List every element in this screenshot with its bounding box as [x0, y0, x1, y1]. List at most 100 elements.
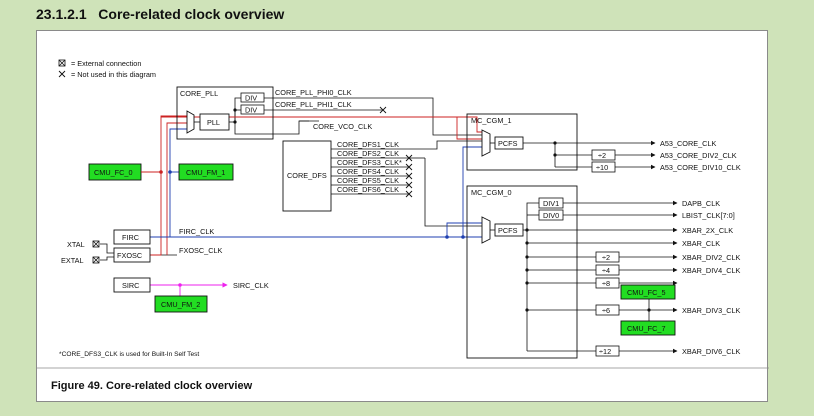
core-pll-label: CORE_PLL [180, 89, 218, 98]
div0-label: DIV0 [543, 211, 559, 220]
core-dfs-block [282, 140, 332, 212]
div4-label: ÷4 [602, 266, 610, 275]
pll-phi0-label: CORE_PLL_PHI0_CLK [275, 88, 352, 97]
div2b-box [595, 251, 620, 263]
fxosc-box [113, 247, 151, 263]
div-a-label: DIV [245, 94, 257, 103]
out-xbar-div4: XBAR_DIV4_CLK [682, 266, 741, 275]
firc-box [113, 229, 151, 245]
fxosc-clk-label: FXOSC_CLK [179, 246, 223, 255]
div8-label: ÷8 [602, 279, 610, 288]
section-heading: 23.1.2.1 Core-related clock overview [36, 6, 284, 22]
cmu-fc-7-label: CMU_FC_7 [627, 324, 666, 333]
figure-caption: Figure 49. Core-related clock overview [51, 380, 253, 392]
sirc-clk-label: SIRC_CLK [233, 281, 269, 290]
sirc-wiring [150, 282, 228, 296]
dfs2-label: CORE_DFS2_CLK [337, 149, 399, 158]
div10-label: ÷10 [596, 163, 608, 172]
mc-cgm-0-label: MC_CGM_0 [471, 188, 512, 197]
core-pll-block [176, 86, 274, 140]
dfs5-unused-icon [405, 181, 413, 189]
mc-cgm-1-block [466, 113, 578, 171]
out-xbar-div3: XBAR_DIV3_CLK [682, 306, 741, 315]
mc-cgm-0-block [466, 185, 578, 359]
pcfs-1-label: PCFS [498, 139, 518, 148]
out-xbar-div2: XBAR_DIV2_CLK [682, 253, 741, 262]
mc-cgm-0-mux [481, 216, 491, 244]
pcfs-0-label: PCFS [498, 226, 518, 235]
div2b-label: ÷2 [602, 253, 610, 262]
legend-external: = External connection [71, 59, 141, 68]
out-a53-div10: A53_CORE_DIV10_CLK [660, 163, 741, 172]
black-wiring [100, 97, 678, 354]
out-a53-core: A53_CORE_CLK [660, 139, 717, 148]
phi1-unused-icon [379, 106, 387, 114]
div1-box [538, 197, 564, 209]
out-a53-div2: A53_CORE_DIV2_CLK [660, 151, 737, 160]
out-xbar: XBAR_CLK [682, 239, 720, 248]
div2a-box [591, 149, 616, 161]
clock-diagram: = External connection = Not used in this… [37, 59, 769, 392]
div12-label: ÷12 [599, 347, 611, 356]
dfs6-label: CORE_DFS6_CLK [337, 185, 399, 194]
pll-box [199, 113, 230, 131]
firc-clk-label: FIRC_CLK [179, 227, 214, 236]
dfs1-label: CORE_DFS1_CLK [337, 140, 399, 149]
div-a-box [240, 92, 265, 103]
cmu-fc-0-label: CMU_FC_0 [94, 168, 133, 177]
section-number: 23.1.2.1 [36, 6, 87, 22]
cmu-fm-1-label: CMU_FM_1 [186, 168, 225, 177]
vco-label: CORE_VCO_CLK [313, 122, 372, 131]
cmu-fm-1-box [178, 163, 234, 181]
footnote: *CORE_DFS3_CLK is used for Built-In Self… [59, 351, 199, 358]
dfs6-unused-icon [405, 190, 413, 198]
div6-box [595, 304, 620, 316]
div10-box [591, 161, 616, 173]
extal-label: EXTAL [61, 256, 84, 265]
dfs4-label: CORE_DFS4_CLK [337, 167, 399, 176]
not-used-icon [58, 70, 66, 78]
mc-cgm-1-label: MC_CGM_1 [471, 116, 512, 125]
red-wiring [150, 115, 482, 256]
fxosc-label: FXOSC [117, 251, 142, 260]
xtal-connector-icon [92, 240, 100, 248]
pll-mux [186, 110, 195, 134]
dfs3-label: CORE_DFS3_CLK* [337, 158, 402, 167]
div-b-box [240, 104, 265, 115]
div12-box [595, 345, 620, 357]
dfs3-unused-icon [405, 163, 413, 171]
mc-cgm-1-mux [481, 129, 491, 157]
div2a-label: ÷2 [598, 151, 606, 160]
cmu-fm-2-box [154, 295, 208, 313]
out-dapb: DAPB_CLK [682, 199, 720, 208]
cmu-fc-7-box [620, 320, 676, 336]
out-xbar-2x: XBAR_2X_CLK [682, 226, 733, 235]
div6-label: ÷6 [602, 306, 610, 315]
out-xbar-div6: XBAR_DIV6_CLK [682, 347, 741, 356]
pcfs-1-box [494, 136, 524, 150]
cmu-fm-2-label: CMU_FM_2 [161, 300, 200, 309]
sirc-label: SIRC [122, 281, 139, 290]
div-b-label: DIV [245, 106, 257, 115]
core-dfs-label: CORE_DFS [287, 171, 327, 180]
sirc-box [113, 277, 151, 293]
legend-unused: = Not used in this diagram [71, 70, 156, 79]
div0-box [538, 209, 564, 221]
pll-phi1-label: CORE_PLL_PHI1_CLK [275, 100, 352, 109]
external-connection-icon [58, 59, 66, 67]
legend: = External connection = Not used in this… [58, 59, 156, 79]
dfs-unused-icons [405, 154, 413, 198]
pll-label: PLL [207, 118, 220, 127]
cmu-fc-5-box [620, 284, 676, 300]
figure-sheet: = External connection = Not used in this… [36, 30, 769, 402]
cmu-fc-5-label: CMU_FC_5 [627, 288, 666, 297]
dfs5-label: CORE_DFS5_CLK [337, 176, 399, 185]
div4-box [595, 264, 620, 276]
section-title: Core-related clock overview [98, 6, 285, 22]
dfs2-unused-icon [405, 154, 413, 162]
pcfs-0-box [494, 223, 524, 237]
xtal-label: XTAL [67, 240, 85, 249]
div1-label: DIV1 [543, 199, 559, 208]
firc-label: FIRC [122, 233, 139, 242]
